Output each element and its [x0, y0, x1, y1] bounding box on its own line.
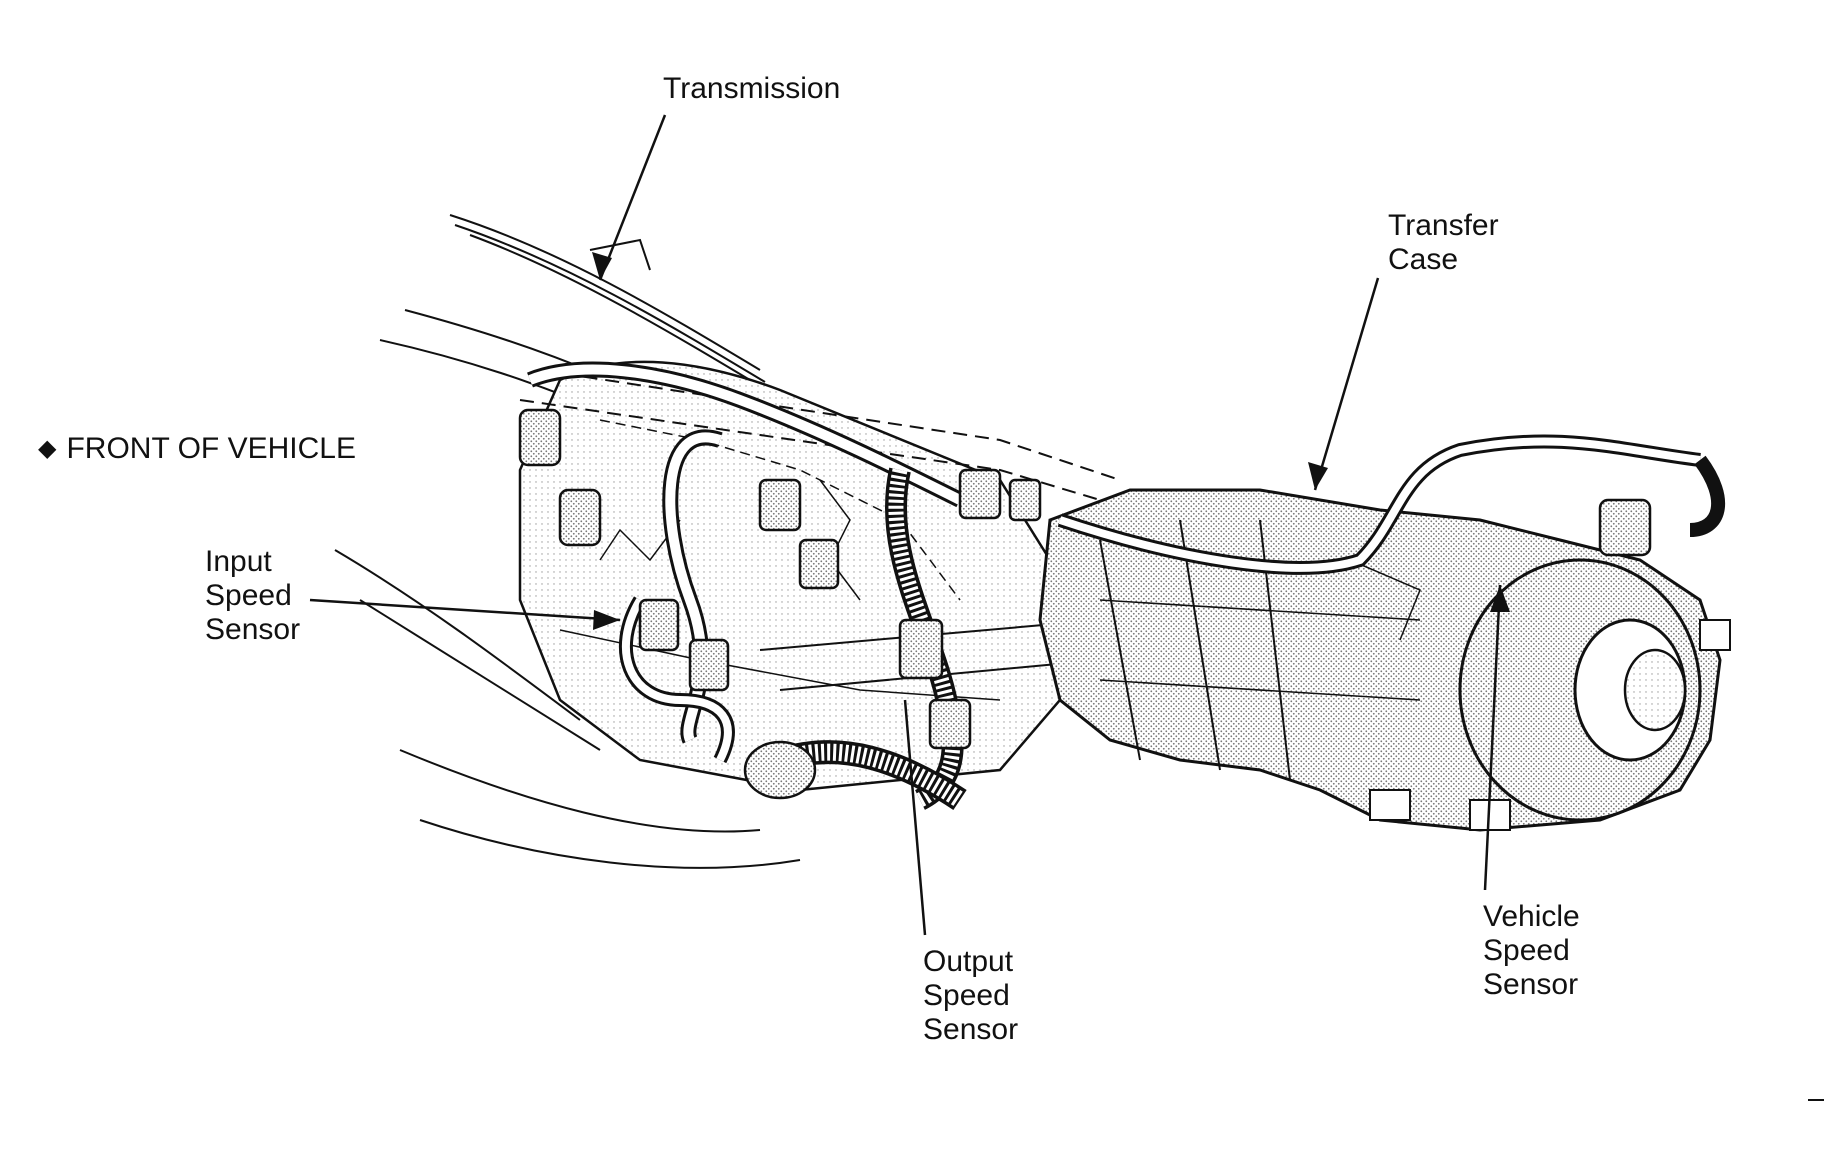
input-speed-sensor-leader — [309, 598, 621, 622]
transmission-arrowhead — [592, 252, 612, 280]
input-speed-sensor-arrowhead — [593, 610, 620, 630]
transmission-leader — [598, 114, 667, 281]
output-speed-sensor-leader — [903, 699, 927, 936]
wiring-harness — [527, 361, 1725, 810]
input-speed-sensor-label: Input Speed Sensor — [205, 545, 301, 646]
front-of-vehicle-label: ◆ FRONT OF VEHICLE — [38, 432, 356, 465]
connectors — [518, 408, 1652, 800]
vehicle-speed-sensor-arrowhead — [1490, 585, 1510, 612]
leader-lines — [309, 114, 1502, 936]
transfer-case-body — [1038, 488, 1731, 832]
front-arrow-icon: ◆ — [38, 435, 57, 462]
transmission-label: Transmission — [663, 72, 841, 105]
transfer-case-leader — [1313, 277, 1380, 491]
output-speed-sensor-label: Output Speed Sensor — [923, 945, 1019, 1046]
vehicle-speed-sensor-leader — [1483, 584, 1502, 891]
vehicle-speed-sensor-label: Vehicle Speed Sensor — [1483, 900, 1580, 1001]
transfer-case-arrowhead — [1308, 462, 1328, 490]
leader-arrowheads — [592, 252, 1510, 630]
transfer-case-label: Transfer Case — [1388, 209, 1499, 276]
